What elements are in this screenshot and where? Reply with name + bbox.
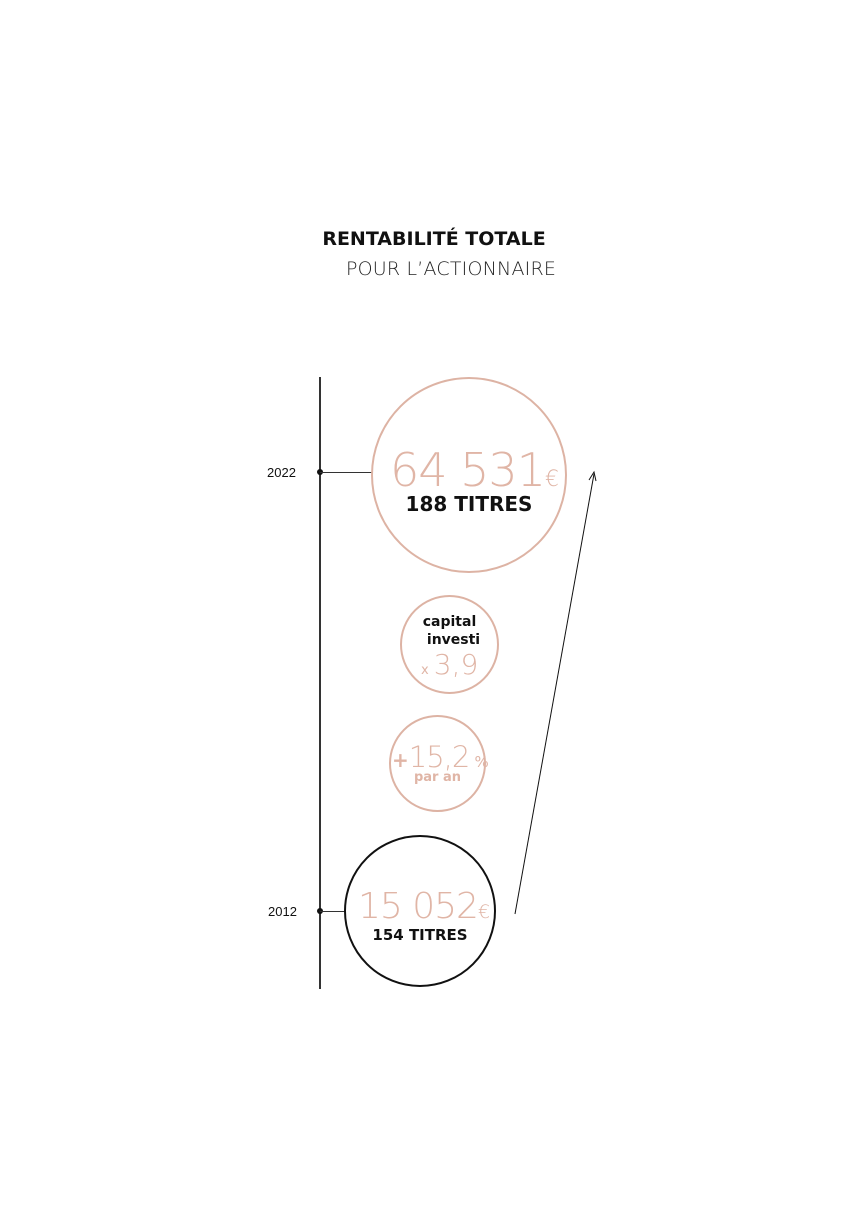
annual-return-value: +15,2 % bbox=[392, 740, 489, 774]
capital-circle bbox=[400, 595, 499, 694]
shares-2012: 154 TITRES bbox=[372, 926, 468, 944]
capital-label-line1: capital bbox=[422, 614, 477, 630]
growth-arrow-line bbox=[514, 473, 595, 915]
return-unit: % bbox=[474, 753, 489, 771]
currency-2022: € bbox=[544, 467, 559, 492]
amount-2022-value: 64 531 bbox=[390, 443, 546, 497]
return-number: 15,2 bbox=[408, 740, 471, 774]
value-circle-2012 bbox=[344, 835, 496, 987]
value-circle-2022 bbox=[371, 377, 567, 573]
capital-multiplier: x 3,9 bbox=[421, 648, 478, 681]
amount-2022: 64 531€ bbox=[390, 443, 559, 497]
year-label-2012: 2012 bbox=[268, 904, 297, 919]
connector-2012 bbox=[320, 911, 345, 912]
return-sign: + bbox=[392, 748, 409, 772]
timeline-axis bbox=[319, 377, 321, 989]
annual-return-circle bbox=[389, 715, 486, 812]
chart-title: RENTABILITÉ TOTALE bbox=[322, 228, 546, 250]
growth-arrow-head bbox=[588, 470, 597, 482]
year-label-2022: 2022 bbox=[267, 465, 296, 480]
return-period: par an bbox=[413, 770, 462, 785]
shares-2022: 188 TITRES bbox=[405, 492, 533, 516]
connector-2022 bbox=[320, 472, 372, 473]
chart-subtitle: POUR L’ACTIONNAIRE bbox=[345, 258, 557, 280]
capital-label-line2: investi bbox=[426, 632, 481, 648]
multiplier-prefix: x bbox=[421, 663, 429, 678]
amount-2012: 15 052€ bbox=[358, 886, 490, 927]
amount-2012-value: 15 052 bbox=[358, 886, 479, 927]
multiplier-value: 3,9 bbox=[433, 648, 479, 681]
currency-2012: € bbox=[477, 901, 490, 923]
